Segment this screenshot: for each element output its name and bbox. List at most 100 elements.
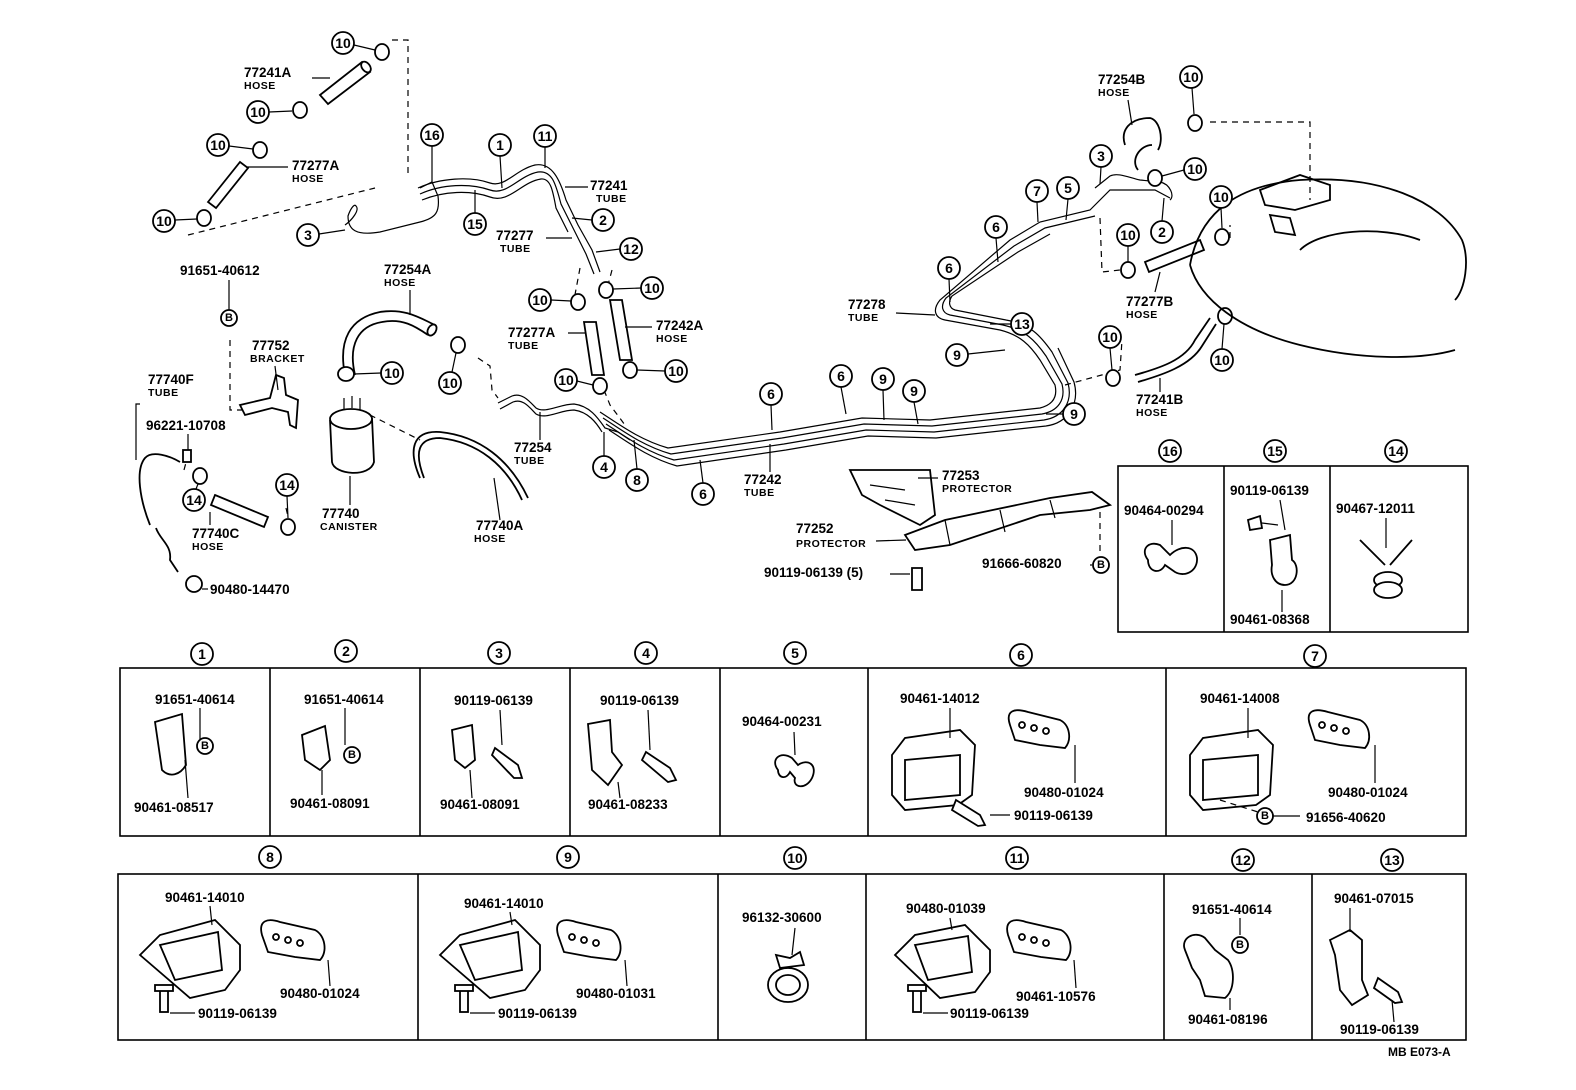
label-77241: 77241 xyxy=(590,178,628,193)
callout-11: 11 xyxy=(533,124,557,168)
callout-6: 6 xyxy=(691,459,715,506)
part-number: 90461-14010 xyxy=(165,890,245,905)
part-number: 90461-08091 xyxy=(290,796,370,811)
svg-text:9: 9 xyxy=(564,849,572,865)
callout-6: 6 xyxy=(984,215,1008,263)
label-77752: 77752 xyxy=(252,338,290,353)
callout-10: 10 xyxy=(612,276,664,300)
detail-3: 3 90119-06139 90461-08091 xyxy=(440,641,533,812)
label-91666: 91666-60820 xyxy=(982,556,1062,571)
svg-text:B: B xyxy=(1261,810,1269,822)
label-77252-sub: PROTECTOR xyxy=(796,538,866,550)
svg-text:1: 1 xyxy=(496,137,504,153)
part-number: 90461-07015 xyxy=(1334,891,1414,906)
detail-row-2: 8 90461-14010 90480-01024 90119-06139 9 … xyxy=(117,845,1467,1041)
label-77254A-sub: HOSE xyxy=(384,277,416,289)
label-77740C-sub: HOSE xyxy=(192,541,224,553)
svg-text:4: 4 xyxy=(600,459,608,475)
main-tube-bundle xyxy=(344,164,1173,467)
main-part-labels: 77241A HOSE 77277A HOSE 77241 TUBE 77277… xyxy=(135,65,1184,597)
callout-16: 16 xyxy=(420,123,444,182)
part-number: 90480-01039 xyxy=(906,901,986,916)
callout-9: 9 xyxy=(871,367,895,421)
callout-4: 4 xyxy=(592,432,616,479)
svg-text:10: 10 xyxy=(1213,189,1229,205)
svg-text:8: 8 xyxy=(633,472,641,488)
callout-9: 9 xyxy=(945,343,1006,367)
part-number: 90119-06139 xyxy=(600,693,679,708)
callout-3: 3 xyxy=(296,223,346,247)
part-number: 96132-30600 xyxy=(742,910,822,925)
callout-10: 10 xyxy=(1209,185,1233,229)
svg-text:B: B xyxy=(1236,939,1244,951)
detail-1: 1 91651-40614 90461-08517 B xyxy=(134,642,235,815)
bolt-marker-b-label: B xyxy=(225,312,233,324)
svg-text:2: 2 xyxy=(1158,224,1166,240)
part-number: 90461-08517 xyxy=(134,800,214,815)
label-96221: 96221-10708 xyxy=(146,418,226,433)
callout-10: 10 xyxy=(206,133,254,157)
label-77277B-sub: HOSE xyxy=(1126,309,1158,321)
callout-10: 10 xyxy=(152,209,198,233)
label-77277B: 77277B xyxy=(1126,294,1174,309)
part-number: 90119-06139 xyxy=(454,693,533,708)
detail-row-1: 1 91651-40614 90461-08517 B 2 91651-4061… xyxy=(119,639,1467,837)
label-77278-sub: TUBE xyxy=(848,312,879,324)
label-77740-sub: CANISTER xyxy=(320,521,378,533)
label-77254B: 77254B xyxy=(1098,72,1146,87)
detail-14: 14 90467-12011 xyxy=(1336,439,1415,599)
svg-text:5: 5 xyxy=(791,645,799,661)
detail-13: 13 90461-07015 90119-06139 xyxy=(1328,848,1419,1037)
part-number: 90464-00294 xyxy=(1124,503,1204,518)
detail-10: 10 96132-30600 xyxy=(742,846,822,1003)
label-77277-sub: TUBE xyxy=(500,243,531,255)
callout-10: 10 xyxy=(554,368,594,392)
bolt-marker-b xyxy=(220,309,238,327)
callout-10: 10 xyxy=(636,359,688,383)
label-77277: 77277 xyxy=(496,228,534,243)
detail-11: 11 90480-01039 90461-10576 90119-06139 xyxy=(893,846,1096,1021)
callout-13: 13 xyxy=(990,312,1034,336)
label-77241B: 77241B xyxy=(1136,392,1184,407)
callout-2: 2 xyxy=(571,208,615,232)
callout-14: 14 xyxy=(182,483,206,512)
svg-text:5: 5 xyxy=(1064,180,1072,196)
callouts-main: 10 10 10 10 3 16 1 11 15 2 12 10 10 10 1… xyxy=(152,31,1234,519)
label-77241B-sub: HOSE xyxy=(1136,407,1168,419)
callout-3: 3 xyxy=(1089,144,1113,185)
callout-12: 12 xyxy=(595,237,643,261)
callout-10: 10 xyxy=(1210,323,1234,372)
svg-text:10: 10 xyxy=(532,292,548,308)
svg-text:9: 9 xyxy=(910,383,918,399)
part-number: 90461-08233 xyxy=(588,797,668,812)
svg-text:7: 7 xyxy=(1033,183,1041,199)
svg-text:2: 2 xyxy=(342,643,350,659)
label-77254-sub: TUBE xyxy=(514,455,545,467)
label-77740A: 77740A xyxy=(476,518,524,533)
svg-text:16: 16 xyxy=(1162,443,1178,459)
svg-text:14: 14 xyxy=(186,492,202,508)
detail-7: 7 90461-14008 90480-01024 91656-40620 B xyxy=(1189,644,1408,825)
svg-text:12: 12 xyxy=(623,241,639,257)
svg-text:B: B xyxy=(201,740,209,752)
callout-10: 10 xyxy=(1179,65,1203,115)
svg-text:10: 10 xyxy=(1187,161,1203,177)
svg-text:16: 16 xyxy=(424,127,440,143)
label-77253: 77253 xyxy=(942,468,980,483)
svg-text:13: 13 xyxy=(1014,316,1030,332)
svg-text:9: 9 xyxy=(1070,406,1078,422)
svg-text:9: 9 xyxy=(953,347,961,363)
bolt-markers-main: B B xyxy=(220,309,1110,574)
callout-1: 1 xyxy=(488,133,512,189)
svg-text:7: 7 xyxy=(1311,648,1319,664)
svg-text:11: 11 xyxy=(1010,850,1025,866)
label-77277A-top: 77277A xyxy=(292,158,340,173)
part-number: 90461-08368 xyxy=(1230,612,1310,627)
part-number: 90480-01024 xyxy=(1024,785,1104,800)
svg-text:10: 10 xyxy=(335,35,351,51)
svg-text:10: 10 xyxy=(210,137,226,153)
callout-6: 6 xyxy=(829,364,853,415)
detail-2: 2 91651-40614 90461-08091 B xyxy=(290,639,384,811)
label-91651-40612: 91651-40612 xyxy=(180,263,260,278)
label-77241A: 77241A xyxy=(244,65,292,80)
